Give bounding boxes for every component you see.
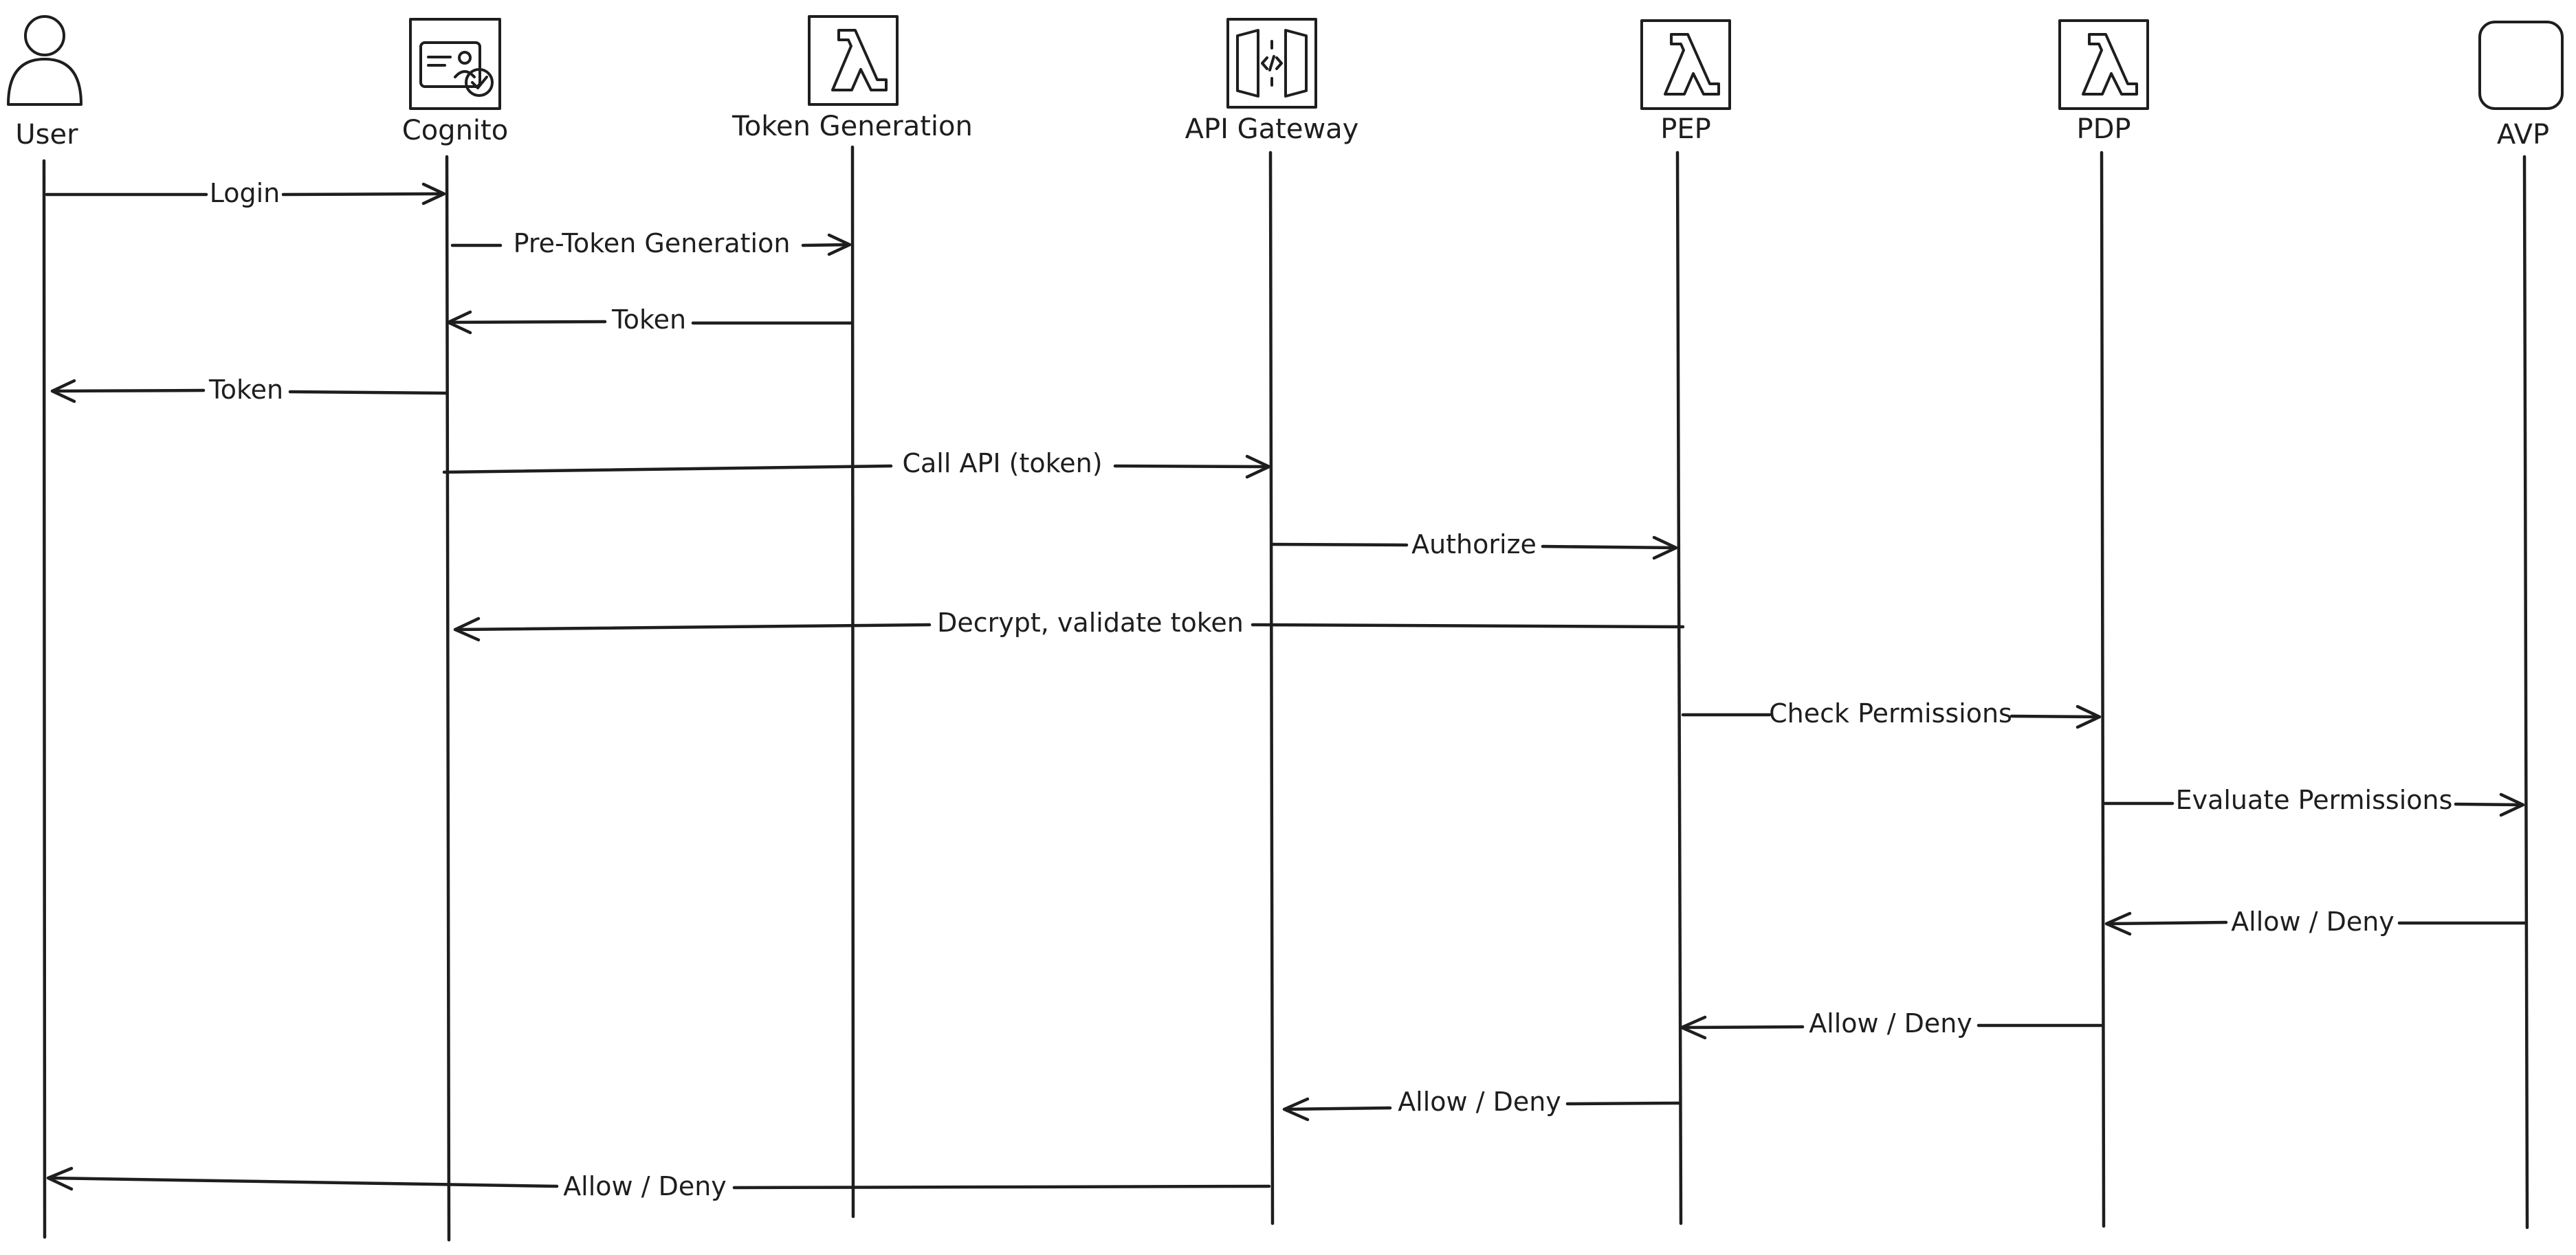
actor-label-pdp: PDP [2076,113,2131,145]
message-arrow [1681,704,2102,729]
message-arrow [450,233,852,256]
actor-label-api-gateway: API Gateway [1185,113,1359,145]
message-label: Allow / Deny [2231,907,2395,937]
message-arrow [1680,1015,2103,1040]
message-label: Authorize [1411,529,1537,559]
api-gateway-icon [1226,18,1317,109]
lifeline-pdp [2100,151,2106,1228]
lifeline-token-generation [850,145,855,1219]
actor-label-user: User [15,119,78,151]
user-icon [7,15,82,106]
message-arrow [2104,911,2527,936]
message-label: Evaluate Permissions [2176,785,2453,815]
lifeline-user [42,159,47,1239]
message-label: Allow / Deny [1809,1008,1972,1039]
message-arrow [446,310,853,335]
message-label: Pre-Token Generation [514,228,791,258]
message-label: Allow / Deny [563,1171,727,1201]
lambda-icon [1640,19,1731,110]
message-label: Check Permissions [1769,698,2012,729]
lifeline-api-gateway [1268,151,1275,1225]
message-arrow [453,617,1685,642]
lifeline-cognito [445,155,451,1242]
message-label: Token [611,304,686,335]
message-arrow [1271,535,1678,560]
message-arrow [1282,1097,1681,1122]
message-arrow [45,182,446,206]
avp-rounded-square-icon [2478,21,2564,110]
cognito-identity-card-icon [409,18,501,110]
message-label: Decrypt, validate token [937,608,1244,638]
lifeline-avp [2522,155,2529,1230]
message-arrow [2103,792,2525,817]
actor-label-pep: PEP [1660,113,1711,145]
lifeline-pep [1675,151,1683,1225]
message-arrow [50,379,448,403]
actor-label-avp: AVP [2497,119,2549,151]
message-arrow [442,454,1271,479]
message-label: Allow / Deny [1398,1087,1561,1117]
lambda-icon [808,15,899,106]
message-label: Token [208,375,283,405]
lambda-icon [2058,19,2149,110]
message-label: Login [210,178,280,208]
message-arrow [46,1166,1271,1191]
message-label: Call API (token) [902,448,1102,478]
actor-label-token-generation: Token Generation [731,111,973,142]
actor-label-cognito: Cognito [402,115,508,146]
